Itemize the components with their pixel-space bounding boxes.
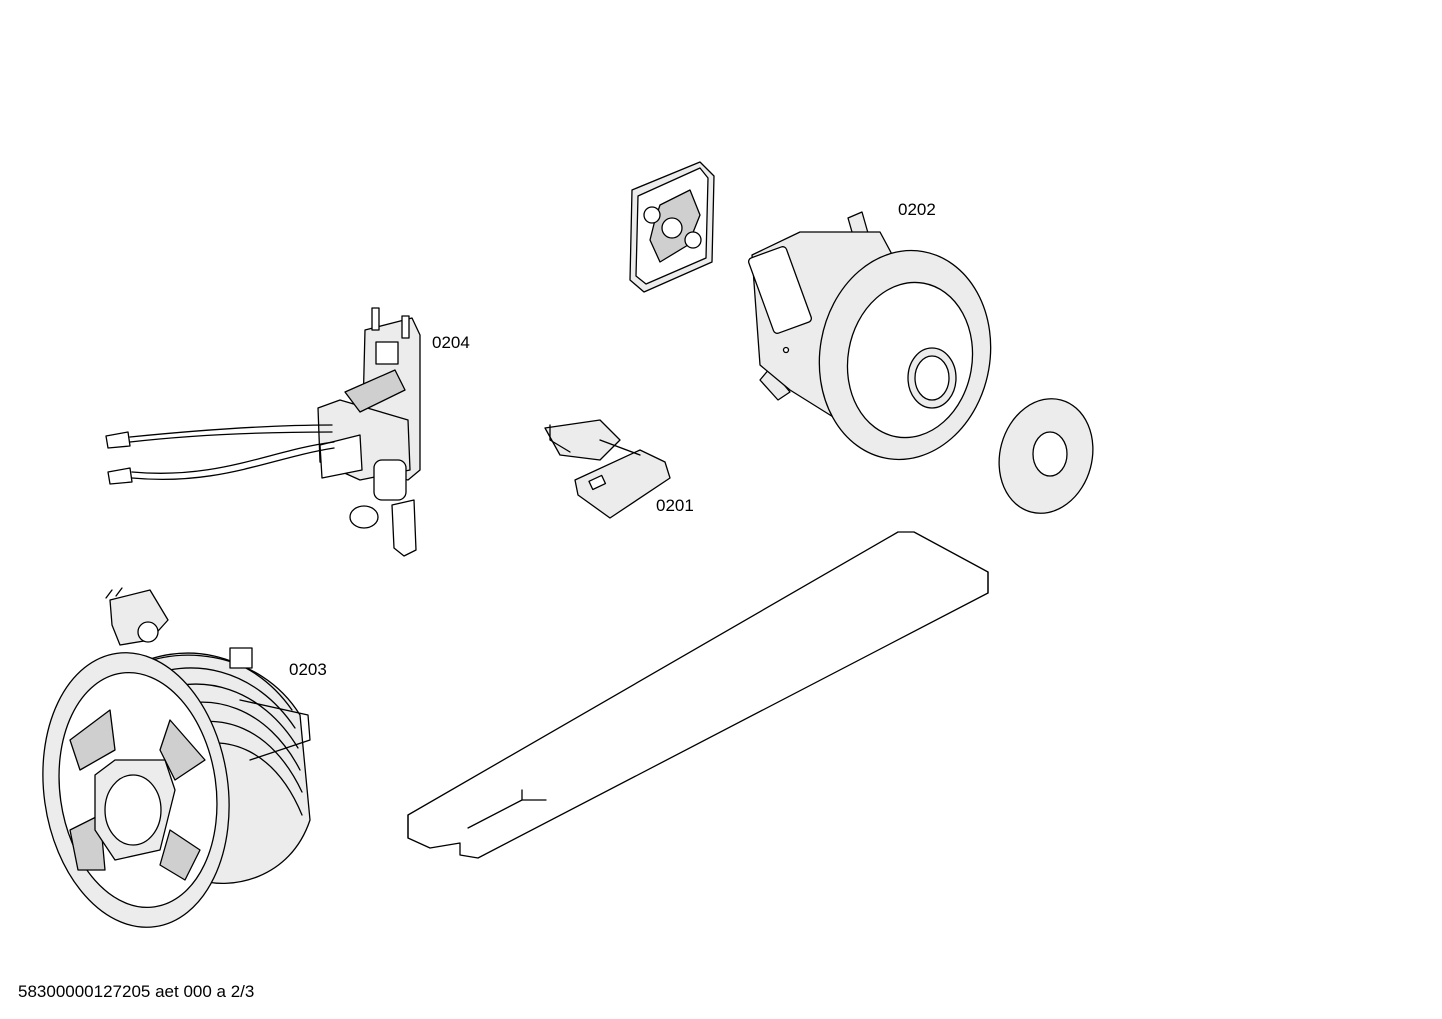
cable-reel [42, 587, 311, 928]
label-part-0201: 0201 [656, 496, 694, 515]
flat-strip [407, 531, 989, 859]
motor [748, 211, 992, 461]
electronic-board [105, 307, 421, 557]
motor-gasket [629, 161, 715, 293]
label-part-0203: 0203 [289, 660, 327, 679]
switch-bracket [544, 419, 671, 519]
label-part-0202: 0202 [898, 200, 936, 219]
drawing-reference: 58300000127205 aet 000 a 2/3 [18, 982, 255, 1001]
label-part-0204: 0204 [432, 333, 470, 352]
ring-seal [998, 398, 1094, 514]
